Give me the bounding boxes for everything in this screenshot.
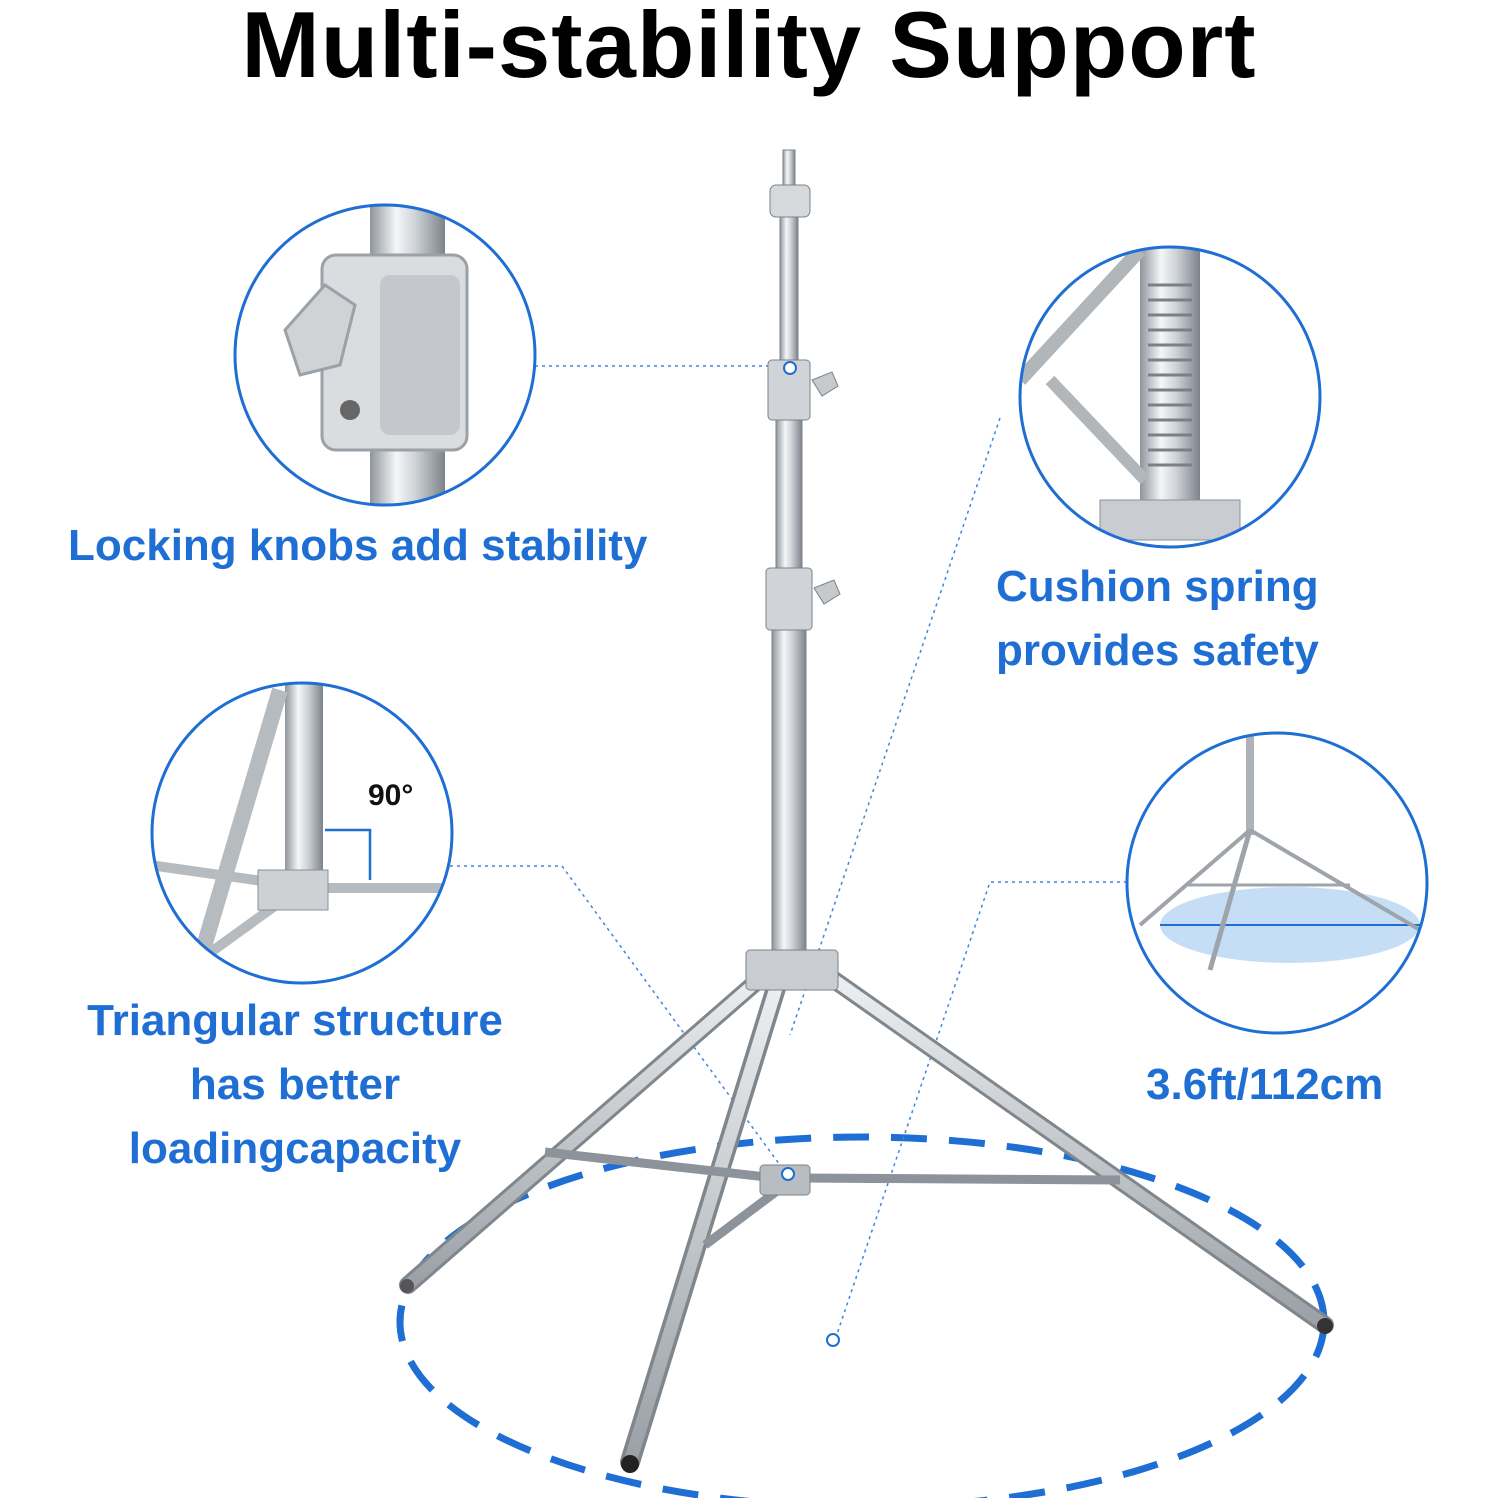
angle-label: 90°	[368, 779, 414, 812]
caption-triangle-line3: loadingcapacity	[128, 1124, 462, 1173]
stand-column	[745, 149, 841, 1347]
caption-spread-size: 3.6ft/112cm	[1146, 1060, 1384, 1109]
caption-cushion-spring-line1: Cushion spring	[996, 562, 1319, 611]
caption-cushion-spring: Cushion spring provides safety	[996, 555, 1319, 683]
base-spread-ellipse	[396, 1133, 1328, 1498]
caption-triangle-line2: has better	[189, 1060, 401, 1109]
caption-locking-knobs: Locking knobs add stability	[68, 521, 648, 570]
cushion-spring-closeup	[1018, 245, 1322, 549]
caption-cushion-spring-line2: provides safety	[996, 626, 1319, 675]
leg-spread-closeup	[1125, 731, 1429, 1035]
connector-lines	[450, 365, 1127, 1341]
stand-legs	[399, 961, 1334, 1473]
caption-triangle-line1: Triangular structure	[87, 996, 503, 1045]
page-title: Multi-stability Support	[241, 0, 1257, 97]
locking-knob-closeup	[233, 203, 537, 507]
triangular-leg-closeup	[150, 681, 454, 985]
caption-triangular-structure: Triangular structure has better loadingc…	[65, 989, 525, 1181]
